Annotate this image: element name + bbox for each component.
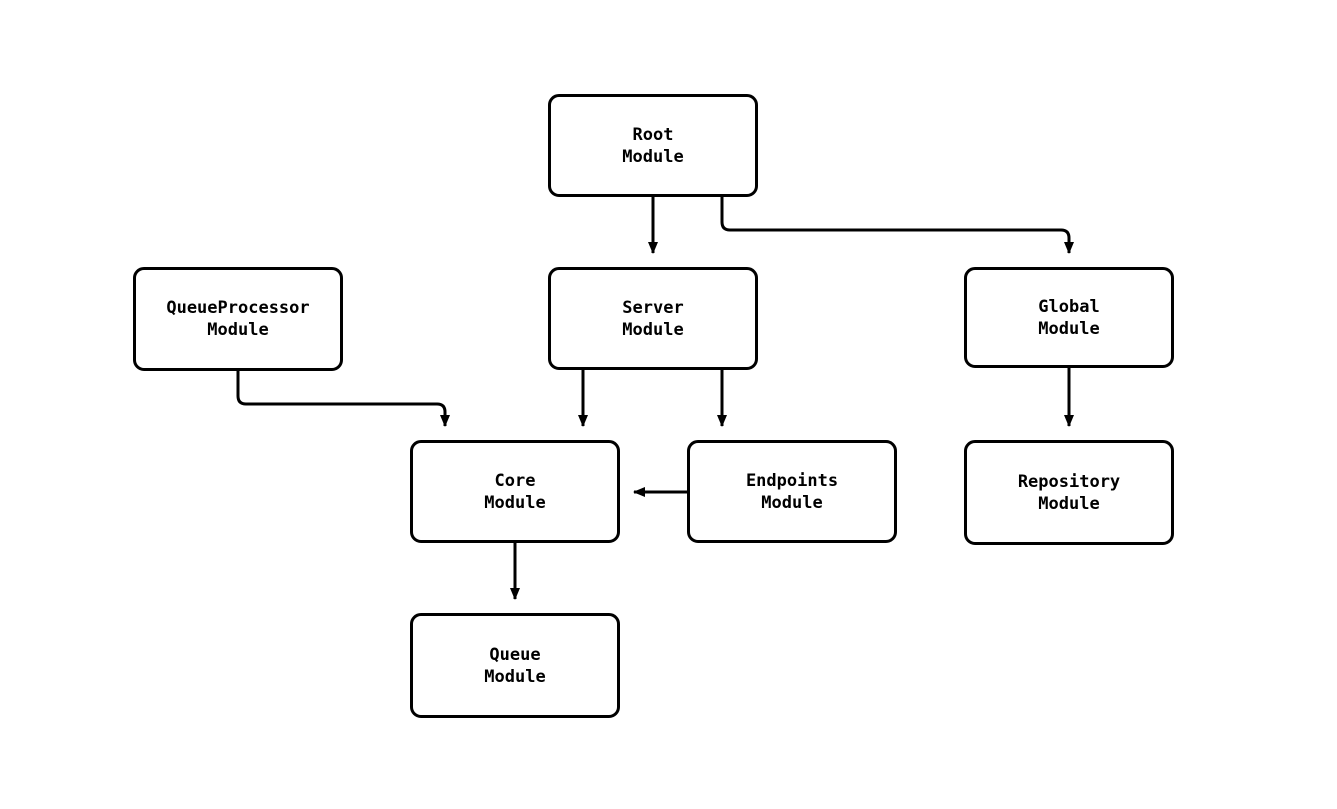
node-queue-module-line1: Queue [489, 644, 541, 665]
node-core-module[interactable]: Core Module [410, 440, 620, 543]
node-queueprocessor-module[interactable]: QueueProcessor Module [133, 267, 343, 371]
node-repository-module-line2: Module [1038, 493, 1100, 514]
node-endpoints-module-line1: Endpoints [745, 470, 839, 491]
edge-root-to-global [720, 197, 1074, 254]
node-root-module-line2: Module [622, 146, 684, 167]
node-queue-module[interactable]: Queue Module [410, 613, 620, 718]
node-root-module-line1: Root [632, 124, 674, 145]
node-global-module[interactable]: Global Module [964, 267, 1174, 368]
node-queue-module-line2: Module [484, 666, 546, 687]
node-core-module-line1: Core [494, 470, 536, 491]
node-repository-module-line1: Repository [1017, 471, 1121, 492]
node-server-module-line1: Server [622, 297, 684, 318]
node-queueprocessor-module-line1: QueueProcessor [166, 298, 310, 318]
node-endpoints-module-line2: Module [761, 492, 823, 513]
node-core-module-line2: Module [484, 492, 546, 513]
edge-queueprocessor-to-core [236, 371, 450, 427]
node-repository-module[interactable]: Repository Module [964, 440, 1174, 545]
node-root-module[interactable]: Root Module [548, 94, 758, 197]
node-global-module-line1: Global [1038, 296, 1100, 317]
node-server-module[interactable]: Server Module [548, 267, 758, 370]
node-endpoints-module[interactable]: Endpoints Module [687, 440, 897, 543]
node-global-module-line2: Module [1038, 318, 1100, 339]
node-queueprocessor-module-line2: Module [207, 320, 269, 340]
node-server-module-line2: Module [622, 319, 684, 340]
